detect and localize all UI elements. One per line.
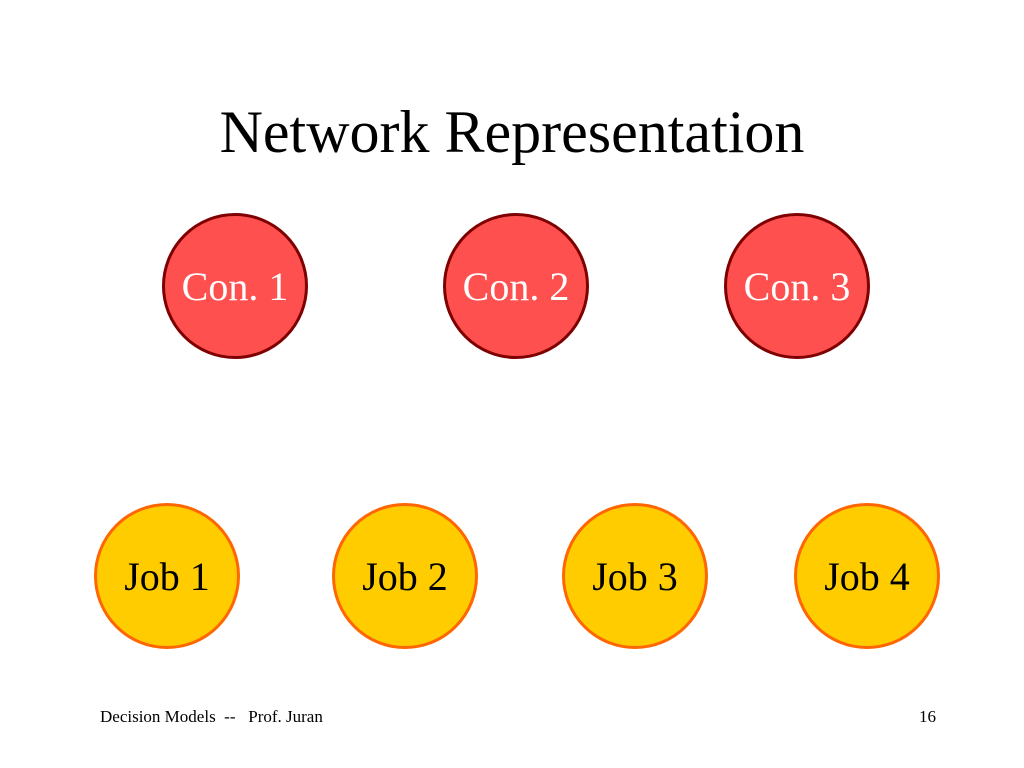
footer-course: Decision Models -- Prof. Juran [100,707,323,726]
job-node-3: Job 3 [562,503,708,649]
job-node-1: Job 1 [94,503,240,649]
job-label-1: Job 1 [124,553,210,599]
job-label-2: Job 2 [362,553,448,599]
contractor-label-1: Con. 1 [181,263,289,309]
contractor-label-3: Con. 3 [743,263,851,309]
contractor-label-2: Con. 2 [462,263,570,309]
slide-title: Network Representation [219,99,805,165]
contractor-node-3: Con. 3 [724,213,870,359]
job-label-4: Job 4 [824,553,910,599]
footer-page-number: 16 [919,707,936,726]
job-label-3: Job 3 [592,553,678,599]
contractor-node-1: Con. 1 [162,213,308,359]
job-node-2: Job 2 [332,503,478,649]
job-node-4: Job 4 [794,503,940,649]
contractor-node-2: Con. 2 [443,213,589,359]
